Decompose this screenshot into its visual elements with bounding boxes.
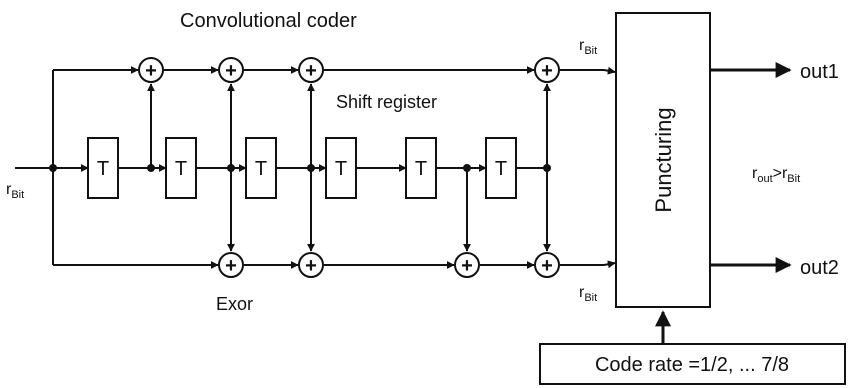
svg-text:+: + [305,255,317,277]
svg-text:+: + [461,255,473,277]
out2-label: out2 [800,257,839,279]
svg-text:T: T [175,158,187,180]
puncturing-label: Puncturing [651,107,676,212]
diagram-title: Convolutional coder [180,10,357,32]
xor-node: + [534,57,560,83]
out1-label: out1 [800,61,839,83]
svg-text:T: T [255,158,267,180]
input-rate-label: rBit [6,181,24,201]
xor-node: + [298,252,324,278]
svg-text:+: + [145,60,157,82]
svg-text:T: T [97,158,109,180]
exor-label: Exor [216,294,253,314]
top-adder-wires [53,66,616,75]
svg-text:+: + [225,60,237,82]
bottom-adder-wires [53,260,616,269]
xor-node: + [138,57,164,83]
junction-dots [147,164,551,172]
register-cell: T [485,137,517,199]
svg-text:T: T [495,158,507,180]
top-rate-label: rBit [579,37,597,57]
xor-node: + [534,252,560,278]
xor-node: + [218,57,244,83]
rate-relation-label: rout>rBit [752,165,800,185]
xor-node: + [454,252,480,278]
svg-text:+: + [225,255,237,277]
puncturing-block: Puncturing [615,12,711,308]
register-cell: T [165,137,197,199]
xor-node: + [218,252,244,278]
tap-wires [147,83,551,252]
bottom-rate-label: rBit [579,284,597,304]
input-junction [49,164,57,172]
svg-text:+: + [541,60,553,82]
svg-text:T: T [415,158,427,180]
shift-register-label: Shift register [336,92,437,112]
code-rate-box: Code rate =1/2, ... 7/8 [539,343,846,385]
svg-text:T: T [335,158,347,180]
code-rate-label: Code rate =1/2, ... 7/8 [595,354,789,376]
xor-node: + [298,57,324,83]
svg-text:+: + [305,60,317,82]
register-cell: T [87,137,119,199]
register-cell: T [245,137,277,199]
svg-text:+: + [541,255,553,277]
register-cell: T [325,137,357,199]
register-cell: T [405,137,437,199]
